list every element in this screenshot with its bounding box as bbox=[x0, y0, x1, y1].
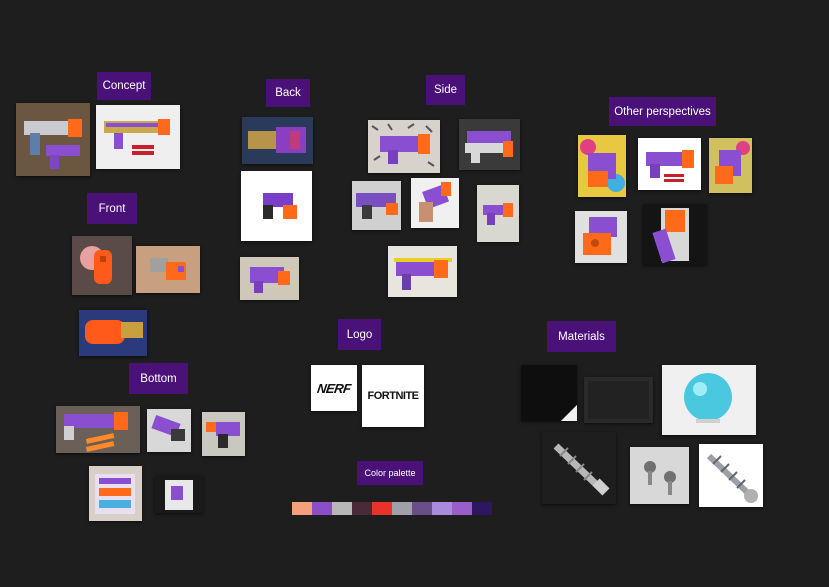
palette-swatch bbox=[412, 502, 432, 515]
material-image-6[interactable] bbox=[699, 444, 763, 507]
material-image-4[interactable] bbox=[542, 432, 616, 504]
side-image-5[interactable] bbox=[477, 185, 519, 242]
palette-swatch bbox=[472, 502, 492, 515]
palette-swatch bbox=[392, 502, 412, 515]
material-image-3[interactable] bbox=[662, 365, 756, 435]
palette-swatch bbox=[332, 502, 352, 515]
palette-swatch bbox=[312, 502, 332, 515]
other-image-3[interactable] bbox=[709, 138, 752, 193]
label-logo: Logo bbox=[338, 319, 381, 350]
bottom-image-5[interactable] bbox=[155, 476, 203, 513]
other-image-1[interactable] bbox=[578, 135, 626, 197]
back-image-1[interactable] bbox=[242, 117, 313, 164]
fortnite-logo-text: FORTNITE bbox=[367, 390, 420, 402]
label-bottom: Bottom bbox=[129, 363, 188, 394]
back-image-3[interactable] bbox=[240, 257, 299, 300]
bottom-image-2[interactable] bbox=[147, 409, 191, 452]
other-image-4[interactable] bbox=[575, 211, 627, 263]
front-image-2[interactable] bbox=[136, 246, 200, 293]
other-image-5[interactable] bbox=[643, 204, 707, 265]
nerf-logo[interactable]: NERF bbox=[311, 365, 357, 411]
concept-image-1[interactable] bbox=[16, 103, 90, 176]
label-front: Front bbox=[87, 193, 137, 224]
side-image-6[interactable] bbox=[388, 246, 457, 297]
side-image-4[interactable] bbox=[411, 178, 459, 228]
side-image-3[interactable] bbox=[352, 181, 401, 230]
side-image-2[interactable] bbox=[459, 119, 520, 170]
color-palette bbox=[292, 502, 492, 515]
concept-image-2[interactable] bbox=[96, 105, 180, 169]
material-image-1[interactable] bbox=[521, 365, 577, 421]
label-back: Back bbox=[266, 79, 310, 107]
fortnite-logo[interactable]: FORTNITE bbox=[362, 365, 424, 427]
bottom-image-3[interactable] bbox=[202, 412, 245, 456]
label-other-perspectives: Other perspectives bbox=[609, 97, 716, 126]
nerf-logo-text: NERF bbox=[316, 380, 352, 396]
other-image-2[interactable] bbox=[638, 138, 701, 190]
palette-swatch bbox=[372, 502, 392, 515]
label-concept: Concept bbox=[97, 72, 151, 100]
palette-swatch bbox=[292, 502, 312, 515]
palette-swatch bbox=[452, 502, 472, 515]
front-image-1[interactable] bbox=[72, 236, 132, 295]
back-image-2[interactable] bbox=[241, 171, 312, 241]
bottom-image-4[interactable] bbox=[89, 466, 142, 521]
front-image-3[interactable] bbox=[79, 310, 147, 356]
label-color-palette: Color palette bbox=[357, 461, 423, 485]
label-materials: Materials bbox=[547, 321, 616, 352]
material-image-2[interactable] bbox=[584, 377, 653, 423]
side-image-1[interactable] bbox=[368, 120, 440, 173]
bottom-image-1[interactable] bbox=[56, 406, 140, 453]
material-image-5[interactable] bbox=[630, 447, 689, 504]
palette-swatch bbox=[432, 502, 452, 515]
palette-swatch bbox=[352, 502, 372, 515]
label-side: Side bbox=[426, 75, 465, 105]
